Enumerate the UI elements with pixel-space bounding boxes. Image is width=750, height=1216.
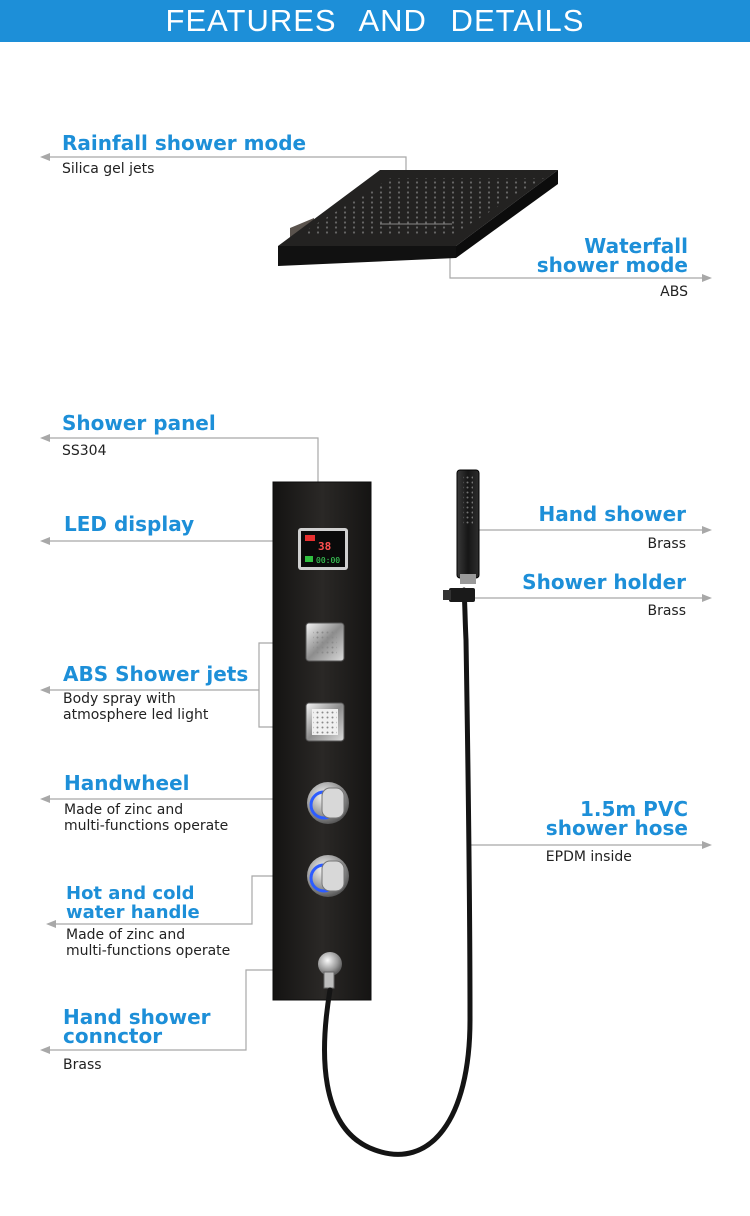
- panel-title: Shower panel: [62, 411, 216, 435]
- jets-sub-1: Body spray with: [63, 691, 176, 707]
- label-connector: Hand shower connctor Brass: [63, 1005, 211, 1073]
- hand-shower-sub: Brass: [647, 536, 686, 552]
- label-panel: Shower panel SS304: [62, 411, 216, 459]
- hose-title-2: shower hose: [545, 816, 688, 840]
- hot-cold-knob: [307, 855, 349, 897]
- hotcold-title-1: Hot and cold: [66, 883, 195, 904]
- jets-title: ABS Shower jets: [63, 662, 249, 686]
- rainfall-title: Rainfall shower mode: [62, 131, 307, 155]
- connector-title-1: Hand shower: [63, 1005, 211, 1029]
- led-time: 00:00: [316, 556, 340, 565]
- handwheel-sub-2: multi-functions operate: [64, 818, 229, 834]
- holder-sub: Brass: [647, 603, 686, 619]
- led-temperature: 38: [318, 540, 331, 553]
- waterfall-sub: ABS: [660, 284, 688, 300]
- connector-sub: Brass: [63, 1057, 102, 1073]
- label-jets: ABS Shower jets Body spray with atmosphe…: [63, 662, 249, 723]
- connector-title-2: connctor: [63, 1024, 163, 1048]
- rain-shower-head: [278, 170, 558, 266]
- header-banner: FEATURES AND DETAILS: [0, 0, 750, 42]
- hotcold-sub-2: multi-functions operate: [66, 943, 231, 959]
- label-handwheel: Handwheel Made of zinc and multi-functio…: [64, 771, 229, 834]
- waterfall-title-2: shower mode: [536, 253, 688, 277]
- label-hand-shower: Hand shower Brass: [538, 502, 686, 552]
- label-waterfall: Waterfall shower mode ABS: [536, 234, 688, 300]
- label-rainfall: Rainfall shower mode Silica gel jets: [62, 131, 307, 177]
- body-jet-upper: [305, 622, 345, 662]
- handwheel-sub-1: Made of zinc and: [64, 802, 184, 818]
- banner-title: FEATURES AND DETAILS: [165, 3, 585, 38]
- holder-title: Shower holder: [522, 570, 686, 594]
- hand-shower: [456, 469, 480, 584]
- led-title: LED display: [64, 512, 195, 536]
- handwheel-knob: [307, 782, 349, 824]
- shower-holder: [443, 588, 475, 602]
- shower-hose: [322, 587, 473, 1157]
- waterfall-title-1: Waterfall: [584, 234, 688, 258]
- label-holder: Shower holder Brass: [522, 570, 686, 619]
- hose-title-1: 1.5m PVC: [579, 797, 688, 821]
- jets-sub-2: atmosphere led light: [63, 707, 209, 723]
- hand-shower-title: Hand shower: [538, 502, 686, 526]
- leader-arrowheads: [40, 153, 712, 1054]
- led-display: 38 00:00: [298, 528, 348, 570]
- label-led: LED display: [64, 512, 195, 536]
- handwheel-title: Handwheel: [64, 771, 190, 795]
- hotcold-title-2: water handle: [66, 902, 200, 923]
- body-jet-lower: [305, 702, 345, 742]
- panel-sub: SS304: [62, 443, 107, 459]
- label-hotcold: Hot and cold water handle Made of zinc a…: [66, 884, 230, 959]
- hotcold-sub-1: Made of zinc and: [66, 927, 186, 943]
- hose-sub: EPDM inside: [545, 849, 632, 865]
- label-hose: 1.5m PVC shower hose EPDM inside: [545, 797, 688, 865]
- rainfall-sub: Silica gel jets: [62, 161, 155, 177]
